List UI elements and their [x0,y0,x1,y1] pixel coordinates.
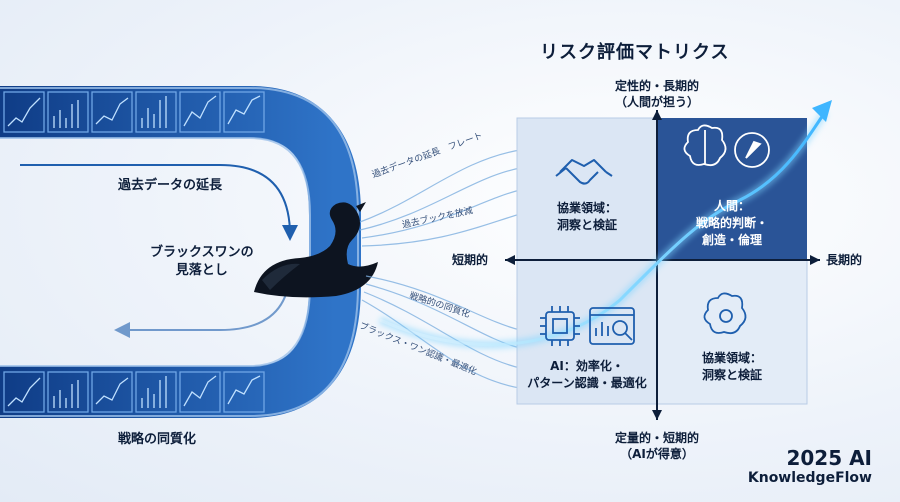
quadrant-bottom-left-line-2: パターン認識・最適化 [527,376,647,390]
quadrant-top-left-line-1: 協業領域： [556,201,617,215]
quadrant-top-left-text: 協業領域： 洞察と検証 [527,200,647,234]
axis-top-line-2: （人間が担う） [614,95,699,109]
data-streams [359,149,521,389]
black-swan-caption-line-1: ブラックスワンの [150,245,254,260]
black-swan-icon [254,202,378,298]
quadrant-top-right-line-1: 人間： [713,199,750,213]
black-swan-caption-line-2: 見落とし [175,263,228,278]
cpu-chip-icon [540,306,580,346]
mini-chart-panels-top [3,91,265,133]
axis-bottom-line-1: 定量的・短期的 [614,431,699,445]
brand-year: 2025 AI [786,446,872,470]
risk-matrix [505,110,820,420]
quadrant-top-left-line-2: 洞察と検証 [556,218,617,232]
axis-top-line-1: 定性的・長期的 [614,79,699,93]
quadrant-top-right-line-3: 創造・倫理 [701,233,762,247]
quadrant-bottom-left-text: AI：効率化・ パターン認識・最適化 [519,358,655,392]
axis-bottom-line-2: （AIが得意） [620,447,694,461]
axis-top-label: 定性的・長期的 （人間が担う） [602,78,712,110]
growth-arrow [378,100,832,349]
quadrant-bottom-right-line-2: 洞察と検証 [701,368,762,382]
brand-name: KnowledgeFlow [747,470,872,486]
axis-left-label: 短期的 [452,253,489,267]
mini-chart-panels-bottom [3,371,265,413]
quadrant-bottom-right-line-1: 協業領域： [701,351,762,365]
quadrant-bottom-right-text: 協業領域： 洞察と検証 [672,350,792,384]
quadrant-top-right-line-2: 戦略的判断・ [695,216,768,230]
brain-gear-icon [703,292,747,335]
strategy-homogenization-label: 戦略の同質化 [118,432,197,447]
analytics-window-icon [589,307,635,345]
axis-bottom-label: 定量的・短期的 （AIが得意） [602,430,712,462]
axis-right-label: 長期的 [826,253,863,267]
matrix-title: リスク評価マトリクス [540,42,730,63]
quadrant-top-right-text: 人間： 戦略的判断・ 創造・倫理 [672,198,792,249]
brain-icon [683,124,727,167]
quadrant-bottom-left-line-1: AI：効率化・ [550,359,624,373]
compass-icon [734,132,770,168]
black-swan-caption: ブラックスワンの 見落とし [150,244,254,280]
handshake-icon [555,159,613,185]
past-data-extension-label: 過去データの延長 [118,178,223,193]
